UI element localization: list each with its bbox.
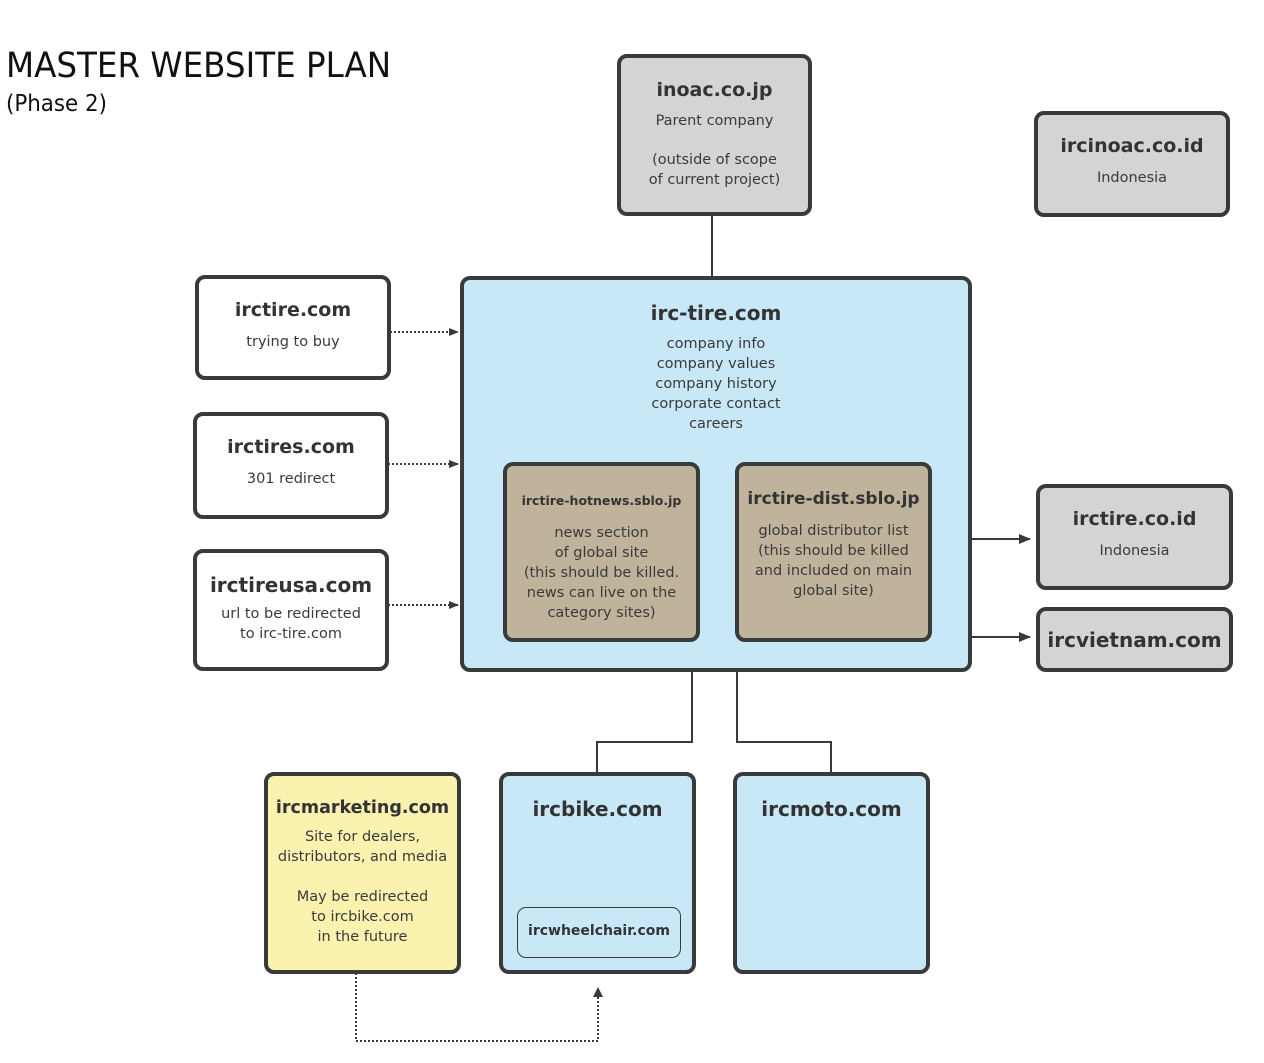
node-dist: irctire-dist.sblo.jp global distributor … [735, 462, 932, 642]
connector-ircmoto [736, 671, 832, 774]
node-irctire-co-id-name: irctire.co.id [1072, 508, 1197, 530]
node-irctire-name: irctire.com [234, 299, 352, 321]
node-ircvietnam: ircvietnam.com [1036, 607, 1233, 672]
node-ircinoac-name: ircinoac.co.id [1060, 135, 1204, 157]
page-title: MASTER WEBSITE PLAN [6, 46, 392, 86]
node-ircbike-name: ircbike.com [532, 797, 663, 821]
node-ircwheelchair: ircwheelchair.com [517, 907, 681, 958]
node-inoac: inoac.co.jp Parent company (outside of s… [617, 54, 812, 216]
node-ircinoac: ircinoac.co.id Indonesia [1034, 111, 1230, 217]
node-irctires-desc: 301 redirect [246, 471, 336, 487]
node-irc-tire-name: irc-tire.com [650, 301, 782, 325]
node-irctires-name: irctires.com [227, 436, 355, 458]
node-ircbike: ircbike.com ircwheelchair.com [499, 772, 696, 974]
connector-ircbike [596, 671, 693, 774]
node-irctire-co-id: irctire.co.id Indonesia [1036, 484, 1233, 590]
node-ircmarketing-name: ircmarketing.com [275, 798, 450, 818]
node-ircmoto-name: ircmoto.com [761, 797, 902, 821]
page-subtitle: (Phase 2) [6, 91, 107, 117]
node-ircmarketing-line1: Site for dealers, distributors, and medi… [277, 829, 448, 865]
node-hotnews: irctire-hotnews.sblo.jp news section of … [503, 462, 700, 642]
node-dist-desc: global distributor list (this should be … [754, 523, 913, 599]
node-irctire-desc: trying to buy [246, 334, 340, 350]
arrowhead-ircmarketing-ircbike [593, 987, 603, 997]
node-inoac-line1: Parent company [655, 113, 774, 129]
node-irctire-co-id-desc: Indonesia [1099, 543, 1170, 559]
node-irctire: irctire.com trying to buy [195, 275, 391, 380]
node-ircinoac-desc: Indonesia [1096, 170, 1168, 186]
node-irctires: irctires.com 301 redirect [193, 412, 389, 519]
node-dist-name: irctire-dist.sblo.jp [747, 489, 920, 509]
node-irctireusa-name: irctireusa.com [209, 573, 373, 597]
node-irctireusa-desc: url to be redirected to irc-tire.com [221, 606, 361, 642]
node-hotnews-desc: news section of global site (this should… [523, 525, 680, 621]
node-ircmarketing-line2: May be redirected to ircbike.com in the … [296, 889, 429, 945]
node-irctireusa: irctireusa.com url to be redirected to i… [193, 549, 389, 671]
node-ircvietnam-name: ircvietnam.com [1047, 628, 1222, 652]
node-ircmoto: ircmoto.com [733, 772, 930, 974]
connector-ircmarketing-ircbike [355, 973, 599, 1042]
node-hotnews-name: irctire-hotnews.sblo.jp [521, 493, 682, 508]
node-irc-tire-desc: company info company values company hist… [651, 336, 781, 432]
node-inoac-line2: (outside of scope of current project) [648, 152, 781, 188]
node-ircmarketing: ircmarketing.com Site for dealers, distr… [264, 772, 461, 974]
node-inoac-name: inoac.co.jp [656, 79, 773, 101]
